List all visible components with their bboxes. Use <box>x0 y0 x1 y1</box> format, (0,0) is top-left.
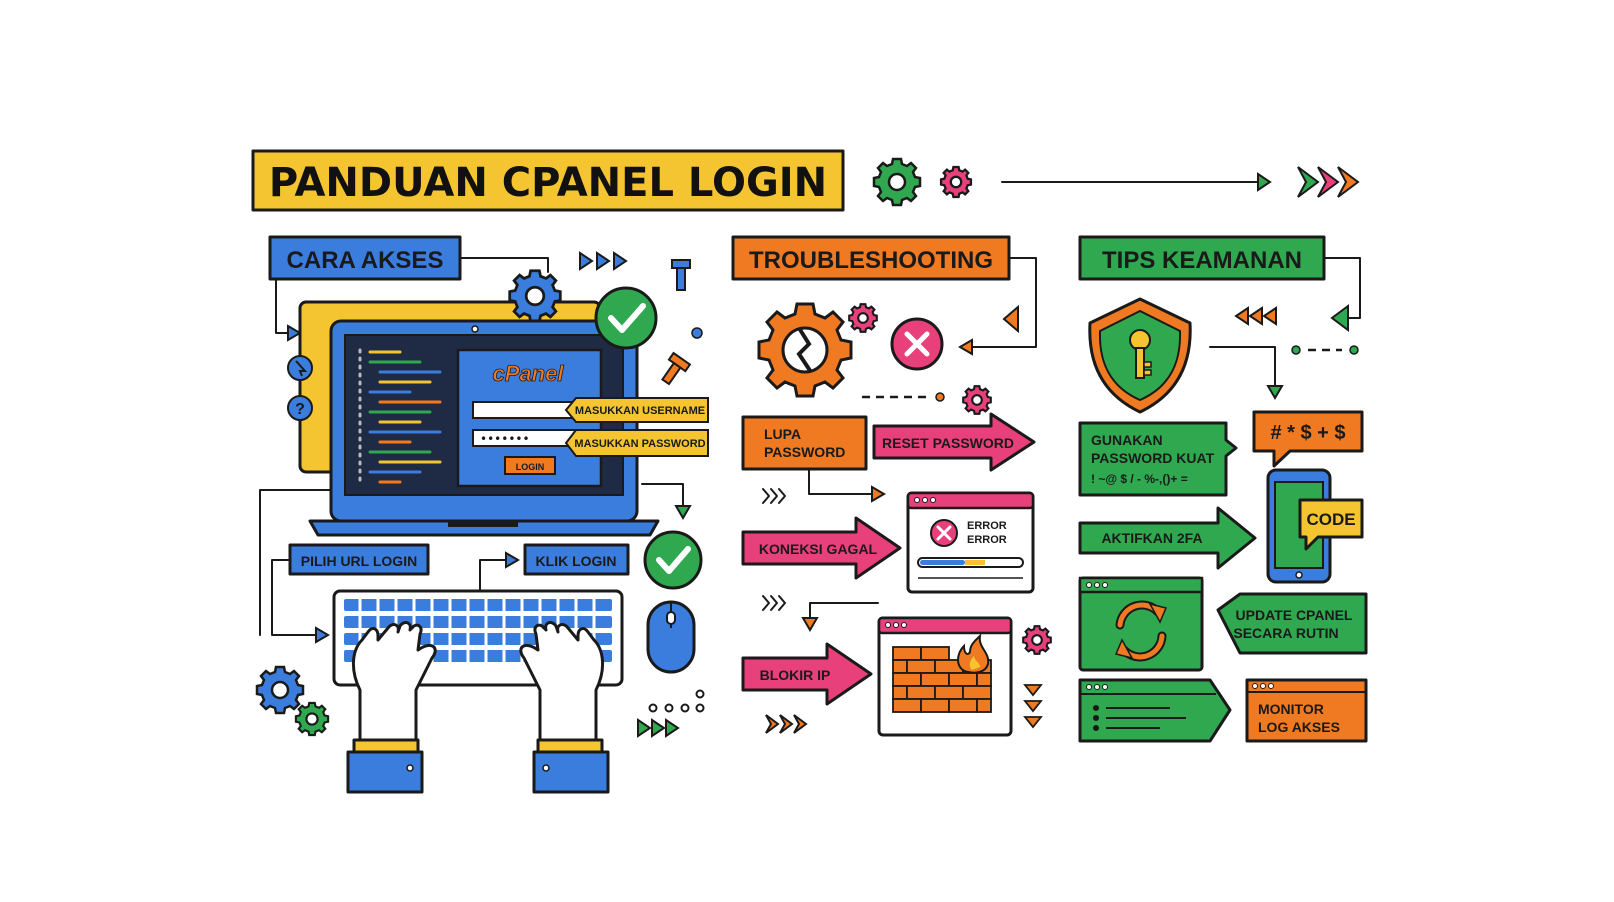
svg-text:MONITOR: MONITOR <box>1258 701 1324 717</box>
update-cpanel-arrow: UPDATE CPANEL SECARA RUTIN <box>1216 592 1368 655</box>
cara-akses-heading: CARA AKSES <box>287 247 444 274</box>
chevrons-green-icon <box>637 718 680 738</box>
gear-bottom-blue-icon <box>255 665 305 715</box>
cpanel-logo: cPanel <box>493 361 565 386</box>
error-x-icon <box>890 317 944 371</box>
password-kuat-box: GUNAKAN PASSWORD KUAT ! ~@ $ / - %-,()+ … <box>1078 421 1238 497</box>
chevrons-left-icon <box>1234 306 1277 326</box>
svg-text:# * $ + $: # * $ + $ <box>1270 422 1345 444</box>
twofa-arrow: AKTIFKAN 2FA <box>1078 506 1257 570</box>
mouse-icon <box>646 600 696 674</box>
svg-text:MASUKKAN USERNAME: MASUKKAN USERNAME <box>575 405 705 417</box>
gear-pink-icon <box>848 303 878 333</box>
chevrons-outline-icon-2 <box>762 595 786 611</box>
page-title: PANDUAN CPANEL LOGIN <box>269 160 827 206</box>
svg-text:CODE: CODE <box>1306 510 1355 529</box>
right-hand <box>519 621 610 794</box>
title-gear-pink-icon <box>939 165 973 199</box>
section-cara-akses: CARA AKSES ? <box>255 235 709 794</box>
code-bubble: CODE <box>1298 498 1364 551</box>
svg-text:LUPA: LUPA <box>764 426 801 442</box>
title-arrow-line <box>1001 172 1272 192</box>
troubleshooting-heading: TROUBLESHOOTING <box>749 247 993 274</box>
symbols-bubble: # * $ + $ <box>1252 410 1364 468</box>
laptop: cPanel ••••••• LOGIN <box>308 319 660 537</box>
svg-text:ERROR: ERROR <box>967 534 1007 546</box>
svg-text:GUNAKAN: GUNAKAN <box>1091 432 1163 448</box>
bolt-icon <box>661 351 692 386</box>
svg-text:LOG AKSES: LOG AKSES <box>1258 719 1340 735</box>
title-banner: PANDUAN CPANEL LOGIN <box>251 149 845 212</box>
svg-text:PASSWORD KUAT: PASSWORD KUAT <box>1091 450 1215 466</box>
svg-text:RESET PASSWORD: RESET PASSWORD <box>882 435 1014 451</box>
svg-text:UPDATE CPANEL: UPDATE CPANEL <box>1236 607 1353 623</box>
dotted-line <box>1291 345 1359 355</box>
svg-text:SECARA RUTIN: SECARA RUTIN <box>1233 625 1338 641</box>
svg-text:BLOKIR IP: BLOKIR IP <box>760 667 831 683</box>
svg-text:AKTIFKAN 2FA: AKTIFKAN 2FA <box>1101 530 1202 546</box>
fire-icon <box>957 633 990 674</box>
svg-text:KONEKSI GAGAL: KONEKSI GAGAL <box>759 541 878 557</box>
firewall-window <box>877 616 1013 737</box>
shield-key-icon <box>1088 297 1192 414</box>
triangles-down-icon <box>1023 684 1043 729</box>
svg-text:KLIK LOGIN: KLIK LOGIN <box>536 553 617 569</box>
check-icon <box>594 286 658 350</box>
screw-icon <box>671 259 691 291</box>
svg-text:ERROR: ERROR <box>967 520 1007 532</box>
section-troubleshooting: TROUBLESHOOTING LUPA PASSWORD <box>731 235 1052 737</box>
svg-text:MASUKKAN PASSWORD: MASUKKAN PASSWORD <box>574 438 705 450</box>
title-chevrons-icon <box>1297 166 1360 198</box>
username-tag: MASUKKAN USERNAME <box>564 397 709 423</box>
reset-password-arrow: RESET PASSWORD <box>872 412 1036 472</box>
gear-blue-icon <box>508 269 562 323</box>
section-tips-keamanan: TIPS KEAMANAN GUNAKAN PASSWORD KUAT ! ~@… <box>1078 235 1368 743</box>
blokir-ip-arrow: BLOKIR IP <box>741 642 873 706</box>
svg-text:! ~@ $ / - %-,()+ =: ! ~@ $ / - %-,()+ = <box>1091 472 1188 486</box>
left-hand <box>346 621 437 794</box>
koneksi-gagal-arrow: KONEKSI GAGAL <box>741 516 902 580</box>
svg-text:LOGIN: LOGIN <box>516 462 545 472</box>
klik-login-box: KLIK LOGIN <box>523 543 630 576</box>
cara-akses-heading-box <box>268 235 462 281</box>
svg-text:PASSWORD: PASSWORD <box>764 444 845 460</box>
monitor-log-box: MONITOR LOG AKSES <box>1245 678 1368 743</box>
gear-pink-icon-3 <box>1022 625 1052 655</box>
chevrons-orange-icon <box>765 714 808 734</box>
chevrons-outline-icon <box>762 488 786 504</box>
help-icon: ? <box>287 395 313 421</box>
error-window: ERROR ERROR <box>906 491 1035 594</box>
chevrons-blue-icon <box>579 251 628 271</box>
check-icon-2 <box>643 530 703 590</box>
pilih-url-box: PILIH URL LOGIN <box>288 543 430 576</box>
cursor-icon <box>287 355 313 381</box>
refresh-window <box>1078 576 1204 672</box>
tips-keamanan-heading: TIPS KEAMANAN <box>1102 247 1302 274</box>
svg-text:?: ? <box>295 401 305 418</box>
password-mask: ••••••• <box>480 432 530 446</box>
gear-pink-icon-2 <box>962 385 992 415</box>
gear-bottom-green-icon <box>294 701 330 737</box>
login-button[interactable] <box>504 456 556 475</box>
log-window <box>1078 678 1232 743</box>
title-gear-green-icon <box>872 157 922 207</box>
broken-gear-icon <box>757 302 853 398</box>
refresh-icon <box>1114 600 1168 662</box>
password-tag: MASUKKAN PASSWORD <box>564 429 709 457</box>
lupa-password-box: LUPA PASSWORD <box>741 415 868 471</box>
dots-decoration <box>648 689 705 713</box>
svg-text:PILIH URL LOGIN: PILIH URL LOGIN <box>301 553 417 569</box>
